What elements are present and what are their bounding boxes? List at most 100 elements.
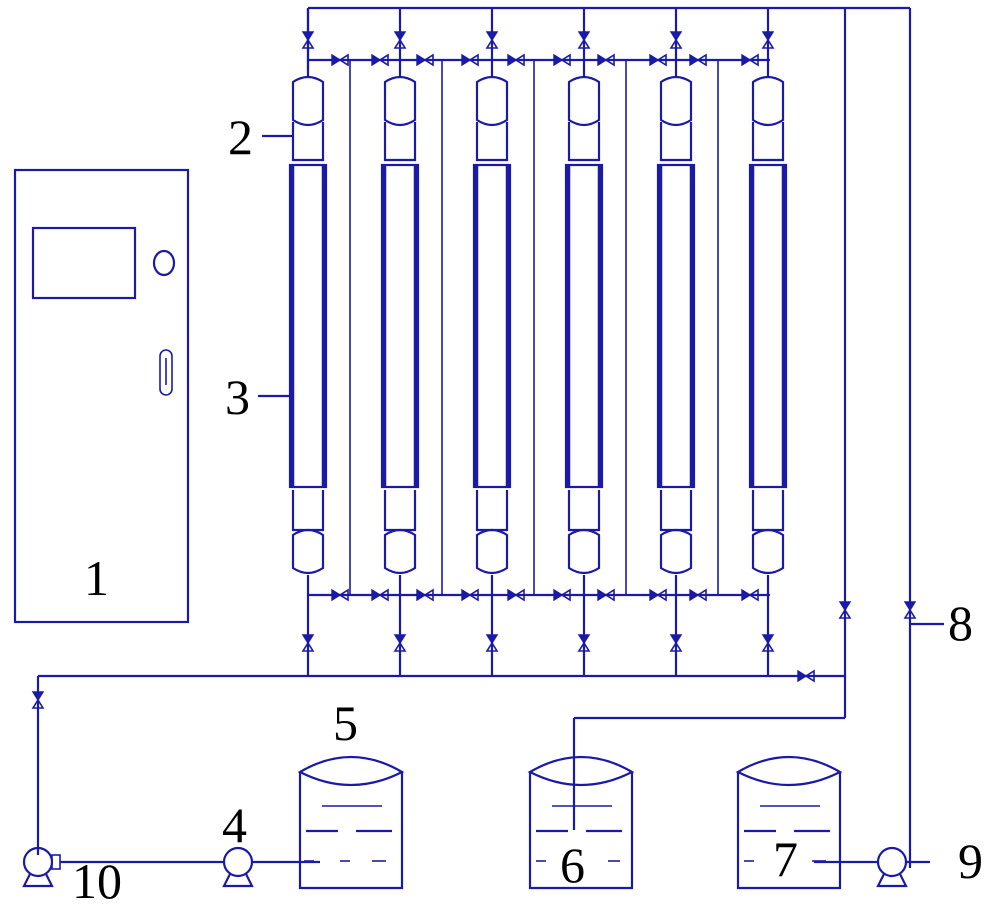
- column-3: [472, 8, 535, 676]
- valve-right-triangle: [656, 53, 667, 67]
- valve-top-manifold-8: [649, 53, 667, 67]
- valve-top-manifold-7: [597, 53, 615, 67]
- label-7: 7: [773, 831, 798, 887]
- valve-feed-line: [903, 601, 917, 619]
- valve-upper-triangle: [669, 31, 683, 42]
- valve-right-triangle: [338, 53, 349, 67]
- column-tube: [748, 163, 788, 489]
- column-4: [564, 8, 627, 676]
- valve-top-manifold-5: [507, 53, 525, 67]
- valve-lower-triangle: [669, 38, 683, 49]
- valve-left-triangle: [553, 53, 564, 67]
- valve-lower-triangle: [301, 38, 315, 49]
- valve-lower-triangle: [301, 641, 315, 652]
- valve-lower-triangle: [31, 698, 45, 709]
- pump-4: [222, 846, 254, 888]
- valve-right-triangle: [748, 588, 759, 602]
- label-1: 1: [84, 550, 109, 606]
- column-upper-neck: [291, 122, 325, 162]
- valve-top-manifold-6: [553, 53, 571, 67]
- column-tube: [564, 163, 604, 489]
- valve-bottom-manifold-7: [597, 588, 615, 602]
- valve-upper-triangle: [669, 634, 683, 645]
- pump-9: [876, 846, 908, 888]
- valve-right-triangle: [468, 53, 479, 67]
- column-lower-neck: [383, 490, 417, 532]
- valve-bottom-manifold-3: [416, 588, 434, 602]
- valve-right-triangle: [804, 669, 815, 683]
- valve-upper-triangle: [301, 31, 315, 42]
- column-bottom-cap: [751, 528, 785, 575]
- column-tube: [656, 163, 696, 489]
- valve-set: [31, 31, 917, 709]
- column-top-cap: [383, 75, 417, 127]
- column-bottom-cap: [659, 528, 693, 575]
- valve-left-triangle: [741, 53, 752, 67]
- column-tube: [288, 163, 328, 489]
- valve-top-manifold-2: [371, 53, 389, 67]
- pump-10: [22, 846, 61, 888]
- valve-bottom-2: [393, 634, 407, 652]
- valve-lower-triangle: [485, 38, 499, 49]
- label-2: 2: [228, 109, 253, 165]
- valve-bottom-manifold-10: [741, 588, 759, 602]
- column-tube: [380, 163, 420, 489]
- valve-left-triangle: [507, 53, 518, 67]
- valve-top-manifold-4: [461, 53, 479, 67]
- valve-lower-triangle: [669, 641, 683, 652]
- valve-lower-triangle: [761, 38, 775, 49]
- column-upper-neck: [751, 122, 785, 162]
- valve-top-manifold-3: [416, 53, 434, 67]
- column-lower-neck: [475, 490, 509, 532]
- valve-left-triangle: [597, 53, 608, 67]
- valve-right-triangle: [604, 53, 615, 67]
- valve-left-triangle: [597, 588, 608, 602]
- cabinet-screen: [31, 226, 137, 300]
- valve-left-triangle: [371, 588, 382, 602]
- valve-right-triangle: [748, 53, 759, 67]
- valve-right-triangle: [656, 588, 667, 602]
- valve-upper-triangle: [761, 31, 775, 42]
- valve-right-triangle: [560, 588, 571, 602]
- valve-left-triangle: [331, 53, 342, 67]
- label-10: 10: [72, 853, 122, 909]
- valve-lower-triangle: [485, 641, 499, 652]
- valve-lower-triangle: [577, 641, 591, 652]
- column-6: [748, 8, 788, 676]
- valve-left-triangle: [416, 588, 427, 602]
- valve-right-triangle: [696, 588, 707, 602]
- column-upper-neck: [659, 122, 693, 162]
- column-lower-neck: [291, 490, 325, 532]
- valve-right-triangle: [423, 588, 434, 602]
- column-lower-neck: [751, 490, 785, 532]
- valve-bottom-manifold-5: [507, 588, 525, 602]
- column-upper-neck: [383, 122, 417, 162]
- valve-top-manifold-9: [689, 53, 707, 67]
- column-top-cap: [291, 75, 325, 127]
- valve-bottom-3: [485, 634, 499, 652]
- valve-recycle-line: [31, 691, 45, 709]
- label-4: 4: [222, 797, 247, 853]
- cabinet-knob: [152, 249, 176, 277]
- column-bottom-cap: [291, 528, 325, 575]
- valve-bottom-manifold-2: [371, 588, 389, 602]
- valve-bottom-1: [301, 634, 315, 652]
- valve-top-6: [761, 31, 775, 49]
- valve-top-4: [577, 31, 591, 49]
- valve-upper-triangle: [301, 634, 315, 645]
- valve-bottom-4: [577, 634, 591, 652]
- valve-right-triangle: [604, 588, 615, 602]
- valve-left-triangle: [416, 53, 427, 67]
- valve-upper-triangle: [393, 634, 407, 645]
- valve-right-triangle: [514, 53, 525, 67]
- column-top-cap: [567, 75, 601, 127]
- valve-product-line: [797, 669, 815, 683]
- valve-bottom-manifold-8: [649, 588, 667, 602]
- valve-right-triangle: [514, 588, 525, 602]
- valve-right-triangle: [423, 53, 434, 67]
- valve-left-triangle: [507, 588, 518, 602]
- valve-right-triangle: [378, 53, 389, 67]
- valve-upper-triangle: [577, 31, 591, 42]
